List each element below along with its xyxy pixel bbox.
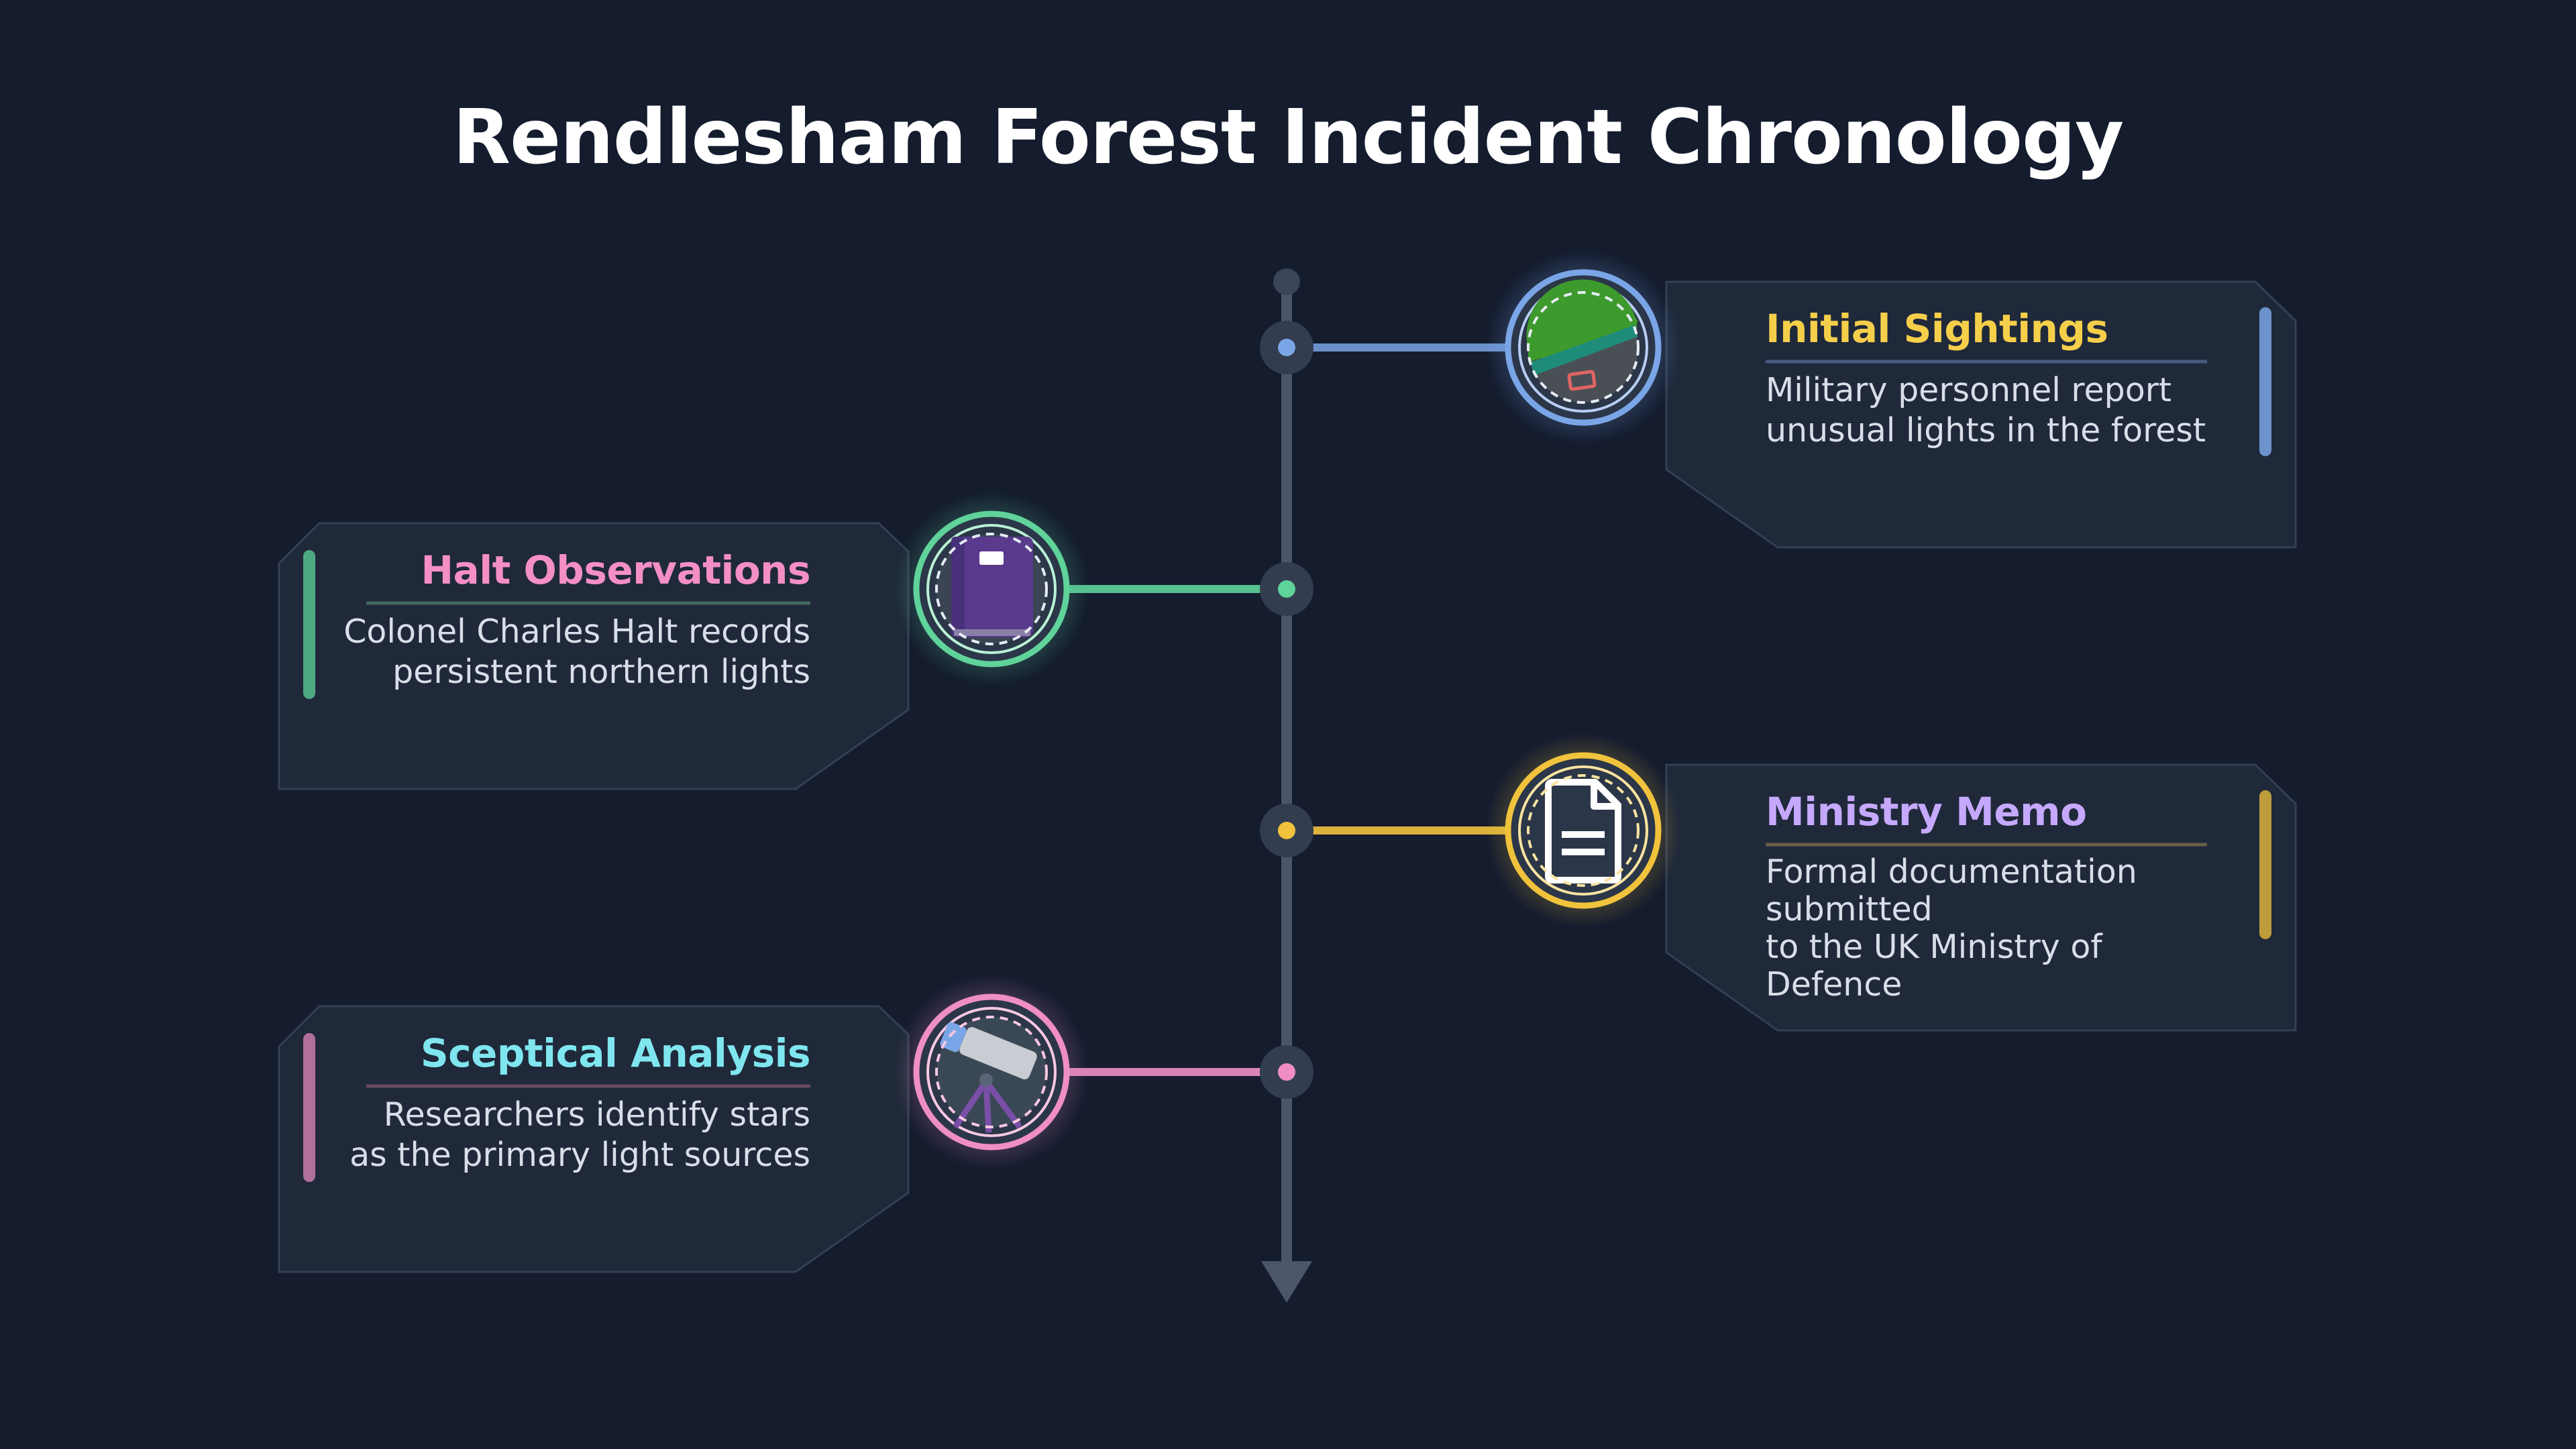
event-description-line: Colonel Charles Halt records xyxy=(343,612,810,651)
event-description: Colonel Charles Halt records persistent … xyxy=(327,612,810,692)
axis-node-dot xyxy=(1278,339,1295,356)
event-node-sceptical-analysis xyxy=(278,974,1313,1273)
notebook-icon xyxy=(935,533,1048,645)
event-description-line: to the UK Ministry of Defence xyxy=(1766,928,2102,1004)
event-description-line: Formal documentation submitted xyxy=(1766,853,2137,928)
event-node-halt-observations xyxy=(278,491,1313,790)
event-node-ministry-memo xyxy=(1260,733,2297,1032)
page-title: Rendlesham Forest Incident Chronology xyxy=(452,94,2124,181)
event-card-halt-observations xyxy=(278,522,910,790)
timeline-arrowhead xyxy=(1261,1261,1312,1303)
event-text-initial-sightings: Initial Sightings Military personnel rep… xyxy=(1766,305,2249,451)
event-title: Sceptical Analysis xyxy=(420,1030,811,1076)
event-text-halt-observations: Halt Observations Colonel Charles Halt r… xyxy=(327,546,810,692)
forest-landscape-icon xyxy=(1526,279,1640,404)
axis-node-dot xyxy=(1278,1063,1295,1081)
event-card-ministry-memo xyxy=(1665,763,2297,1032)
timeline-axis-start xyxy=(1273,268,1300,295)
event-title: Ministry Memo xyxy=(1766,789,2087,835)
event-title: Halt Observations xyxy=(421,547,811,593)
event-description-line: persistent northern lights xyxy=(392,653,810,691)
card-accent-bar xyxy=(2259,790,2271,939)
event-description: Researchers identify stars as the primar… xyxy=(327,1095,810,1175)
card-accent-bar xyxy=(303,550,315,699)
event-description-line: as the primary light sources xyxy=(350,1136,810,1174)
event-text-sceptical-analysis: Sceptical Analysis Researchers identify … xyxy=(327,1029,810,1175)
document-icon xyxy=(1527,774,1640,887)
event-description: Military personnel report unusual lights… xyxy=(1766,370,2249,451)
card-accent-bar xyxy=(2259,307,2271,456)
event-text-ministry-memo: Ministry Memo Formal documentation submi… xyxy=(1766,788,2249,1004)
axis-node-dot xyxy=(1278,580,1295,598)
event-node-initial-sightings xyxy=(1260,250,2297,549)
event-description-line: unusual lights in the forest xyxy=(1766,411,2206,449)
icon-badge-ring xyxy=(926,524,1057,654)
telescope-icon xyxy=(935,1016,1048,1133)
event-title: Initial Sightings xyxy=(1766,306,2108,352)
card-accent-bar xyxy=(303,1033,315,1182)
event-description-line: Researchers identify stars xyxy=(383,1095,810,1134)
icon-badge-ring xyxy=(926,1007,1057,1137)
event-description-line: Military personnel report xyxy=(1766,371,2172,409)
event-card-sceptical-analysis xyxy=(278,1005,910,1273)
axis-node-dot xyxy=(1278,822,1295,839)
icon-badge-ring xyxy=(1518,765,1648,896)
event-description: Formal documentation submitted to the UK… xyxy=(1766,853,2249,1004)
event-card-initial-sightings xyxy=(1665,280,2297,549)
